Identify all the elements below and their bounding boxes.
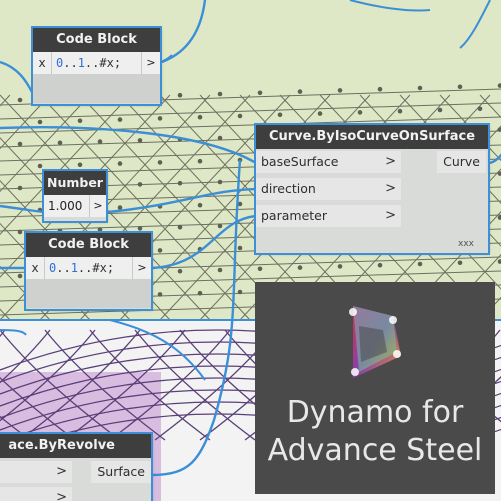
port-label: parameter bbox=[261, 208, 327, 223]
wire-left-1 bbox=[0, 60, 34, 93]
code-number: 0 bbox=[49, 261, 57, 275]
input-port-basesurface[interactable]: baseSurface > bbox=[256, 151, 401, 173]
dynamo-logo-icon bbox=[349, 306, 401, 378]
input-port-x[interactable]: x bbox=[26, 257, 45, 279]
code-tail: ..#x; bbox=[77, 261, 115, 275]
code-tail: ..#x; bbox=[84, 56, 122, 70]
code-block-node[interactable]: Code Block x 0..1..#x; > bbox=[31, 26, 162, 106]
input-port-start-angle[interactable]: > bbox=[0, 487, 72, 501]
dynamo-for-advance-steel-logo: Dynamo for Advance Steel bbox=[255, 282, 495, 494]
lacing-indicator[interactable]: xxx bbox=[458, 239, 474, 249]
code-number: 0 bbox=[56, 56, 64, 70]
chevron-right-icon: > bbox=[56, 464, 67, 479]
code-number: 1 bbox=[70, 261, 78, 275]
port-label: direction bbox=[261, 181, 316, 196]
node-title: Number bbox=[44, 171, 106, 195]
output-port[interactable]: > bbox=[93, 199, 103, 212]
code-editor[interactable]: 0..1..#x; bbox=[45, 257, 132, 279]
number-value-input[interactable]: 1.000 bbox=[44, 195, 90, 217]
number-node[interactable]: Number 1.000 > bbox=[42, 169, 108, 223]
chevron-right-icon: > bbox=[385, 154, 396, 169]
port-label: baseSurface bbox=[261, 154, 339, 169]
input-port-x[interactable]: x bbox=[33, 52, 52, 74]
node-title: Code Block bbox=[26, 233, 151, 257]
node-title: Curve.ByIsoCurveOnSurface bbox=[256, 125, 488, 149]
code-range-op: .. bbox=[56, 261, 71, 275]
curve-by-isocurve-node[interactable]: Curve.ByIsoCurveOnSurface baseSurface > … bbox=[254, 123, 490, 255]
logo-line-1: Dynamo for bbox=[286, 395, 464, 430]
node-footer bbox=[26, 279, 151, 308]
logo-text: Dynamo for Advance Steel bbox=[255, 394, 495, 470]
wire-direction bbox=[107, 187, 257, 214]
output-port[interactable]: > bbox=[132, 257, 151, 279]
input-port-axis[interactable]: > bbox=[0, 461, 72, 483]
node-title: Code Block bbox=[33, 28, 160, 52]
node-title-text: ace.ByRevolve bbox=[8, 438, 115, 453]
surface-by-revolve-node[interactable]: ace.ByRevolve > > Surface bbox=[0, 432, 153, 501]
input-port-direction[interactable]: direction > bbox=[256, 178, 401, 200]
node-title: ace.ByRevolve bbox=[0, 434, 151, 458]
code-editor[interactable]: 0..1..#x; bbox=[52, 52, 141, 74]
wire-parameter bbox=[151, 214, 257, 270]
logo-line-2: Advance Steel bbox=[267, 433, 483, 468]
chevron-right-icon: > bbox=[385, 181, 396, 196]
output-port-curve[interactable]: Curve bbox=[437, 151, 486, 173]
code-number: 1 bbox=[77, 56, 85, 70]
node-footer bbox=[33, 74, 160, 103]
wire-basesurface bbox=[0, 126, 257, 165]
code-block-node[interactable]: Code Block x 0..1..#x; > bbox=[24, 231, 153, 311]
chevron-right-icon: > bbox=[56, 490, 67, 501]
code-range-op: .. bbox=[63, 56, 78, 70]
input-port-parameter[interactable]: parameter > bbox=[256, 205, 401, 227]
output-port[interactable]: > bbox=[141, 52, 160, 74]
wire-surface bbox=[151, 159, 242, 477]
output-port-surface[interactable]: Surface bbox=[91, 461, 151, 483]
chevron-right-icon: > bbox=[385, 208, 396, 223]
